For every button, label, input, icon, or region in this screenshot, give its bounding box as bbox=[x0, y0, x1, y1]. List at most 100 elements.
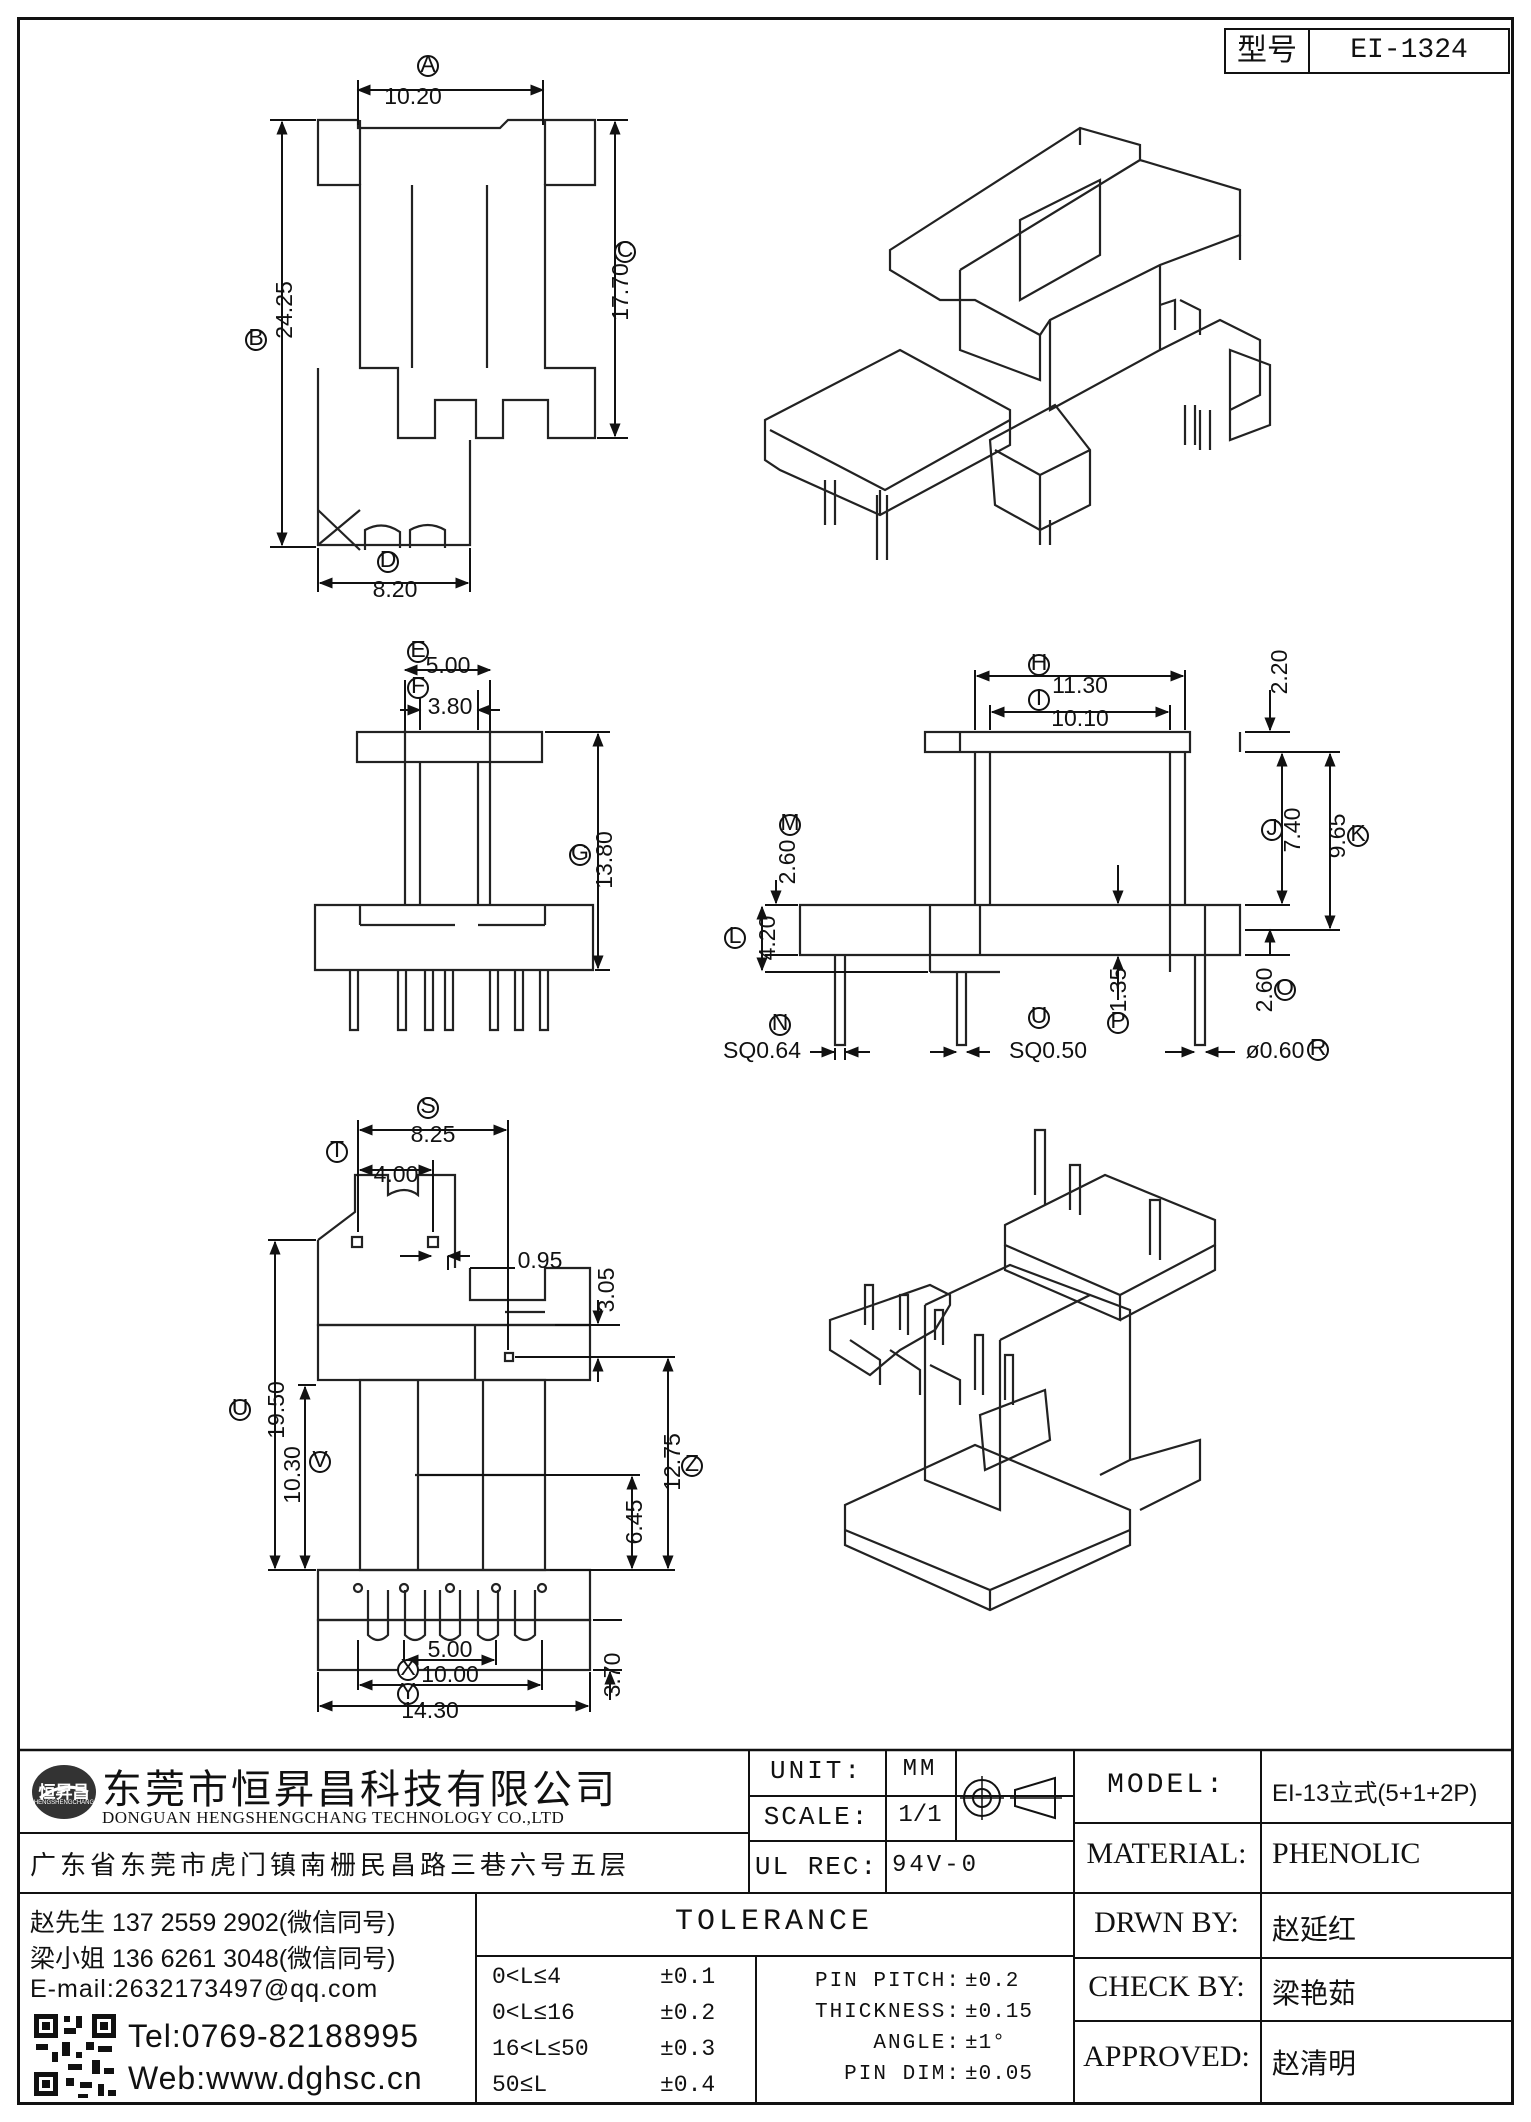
dim-C: 17.70 bbox=[607, 263, 633, 321]
material-label: MATERIAL: bbox=[1086, 1837, 1247, 1870]
svg-text:I: I bbox=[1036, 684, 1042, 710]
company-name-cn: 东莞市恒昇昌科技有限公司 bbox=[102, 1768, 618, 1812]
model-label: MODEL: bbox=[1107, 1770, 1226, 1801]
tol-value: ±0.2 bbox=[965, 1970, 1020, 1993]
svg-text:B: B bbox=[248, 324, 263, 350]
front-view-dims bbox=[400, 664, 610, 971]
svg-text:V: V bbox=[312, 1446, 328, 1472]
approved-label: APPROVED: bbox=[1083, 2040, 1250, 2073]
tol-label: PIN DIM: bbox=[844, 2063, 961, 2086]
dim-14-30: 14.30 bbox=[401, 1697, 459, 1723]
range: 16<L≤50 bbox=[492, 2036, 589, 2062]
ul-value: 94V-0 bbox=[892, 1852, 980, 1879]
dim-6-45: 6.45 bbox=[621, 1500, 647, 1545]
svg-text:G: G bbox=[571, 839, 589, 865]
dim-M: 2.60 bbox=[774, 840, 800, 885]
tolerance-other-row: ANGLE:±1° bbox=[758, 2030, 1071, 2061]
type-tag: 型号 EI-1324 bbox=[1224, 28, 1510, 74]
range-tol: ±0.3 bbox=[660, 2036, 716, 2062]
svg-text:N: N bbox=[772, 1009, 789, 1035]
dim-I: 10.10 bbox=[1051, 705, 1109, 731]
dim-E: 5.00 bbox=[426, 652, 471, 678]
engineering-drawing: A 10.20 B 24.25 C 17.70 D 8.20 bbox=[20, 51, 1514, 1752]
svg-text:J: J bbox=[1266, 814, 1278, 840]
dim-U-side: SQ0.50 bbox=[1009, 1037, 1087, 1063]
dim-G: 13.80 bbox=[591, 831, 617, 889]
company-logo: 恒昇昌 HENGSHENGCHANG bbox=[30, 1762, 98, 1822]
dim-V: 10.30 bbox=[279, 1446, 305, 1504]
top-view-dims bbox=[270, 80, 628, 592]
tolerance-other-row: PIN PITCH:±0.2 bbox=[758, 1968, 1071, 1999]
email[interactable]: E-mail:2632173497@qq.com bbox=[30, 1975, 379, 2003]
dim-J: 7.40 bbox=[1279, 808, 1305, 853]
svg-text:U: U bbox=[1031, 1002, 1048, 1028]
contact-1: 赵先生 137 2559 2902(微信同号) bbox=[30, 1909, 396, 1937]
side-view bbox=[798, 730, 1242, 1047]
dim-O: 2.60 bbox=[1251, 968, 1277, 1013]
svg-text:Z: Z bbox=[685, 1450, 699, 1476]
scale-label: SCALE: bbox=[763, 1802, 870, 1832]
scale-value: 1/1 bbox=[898, 1802, 942, 1829]
dim-Y: 10.00 bbox=[421, 1661, 479, 1687]
dim-N: SQ0.64 bbox=[723, 1037, 801, 1063]
company-name-en: DONGUAN HENGSHENGCHANG TECHNOLOGY CO.,LT… bbox=[102, 1808, 565, 1827]
check-value: 梁艳茹 bbox=[1272, 1978, 1357, 2009]
svg-text:X: X bbox=[400, 1654, 415, 1680]
dim-U-bottom: 19.50 bbox=[263, 1381, 289, 1439]
logo-subtext: HENGSHENGCHANG bbox=[33, 1800, 95, 1806]
website[interactable]: Web:www.dghsc.cn bbox=[128, 2060, 423, 2096]
svg-text:O: O bbox=[1276, 974, 1294, 1000]
dim-3-05: 3.05 bbox=[593, 1268, 619, 1313]
isometric-view-top bbox=[763, 126, 1272, 560]
dim-X: 5.00 bbox=[428, 1636, 473, 1662]
tolerance-others: PIN PITCH:±0.2 THICKNESS:±0.15 ANGLE:±1°… bbox=[758, 1968, 1071, 2092]
dim-H: 11.30 bbox=[1052, 672, 1108, 698]
top-view bbox=[316, 118, 597, 551]
material-value: PHENOLIC bbox=[1272, 1837, 1421, 1870]
range-tol: ±0.1 bbox=[660, 1964, 716, 1990]
ul-label: UL REC: bbox=[754, 1852, 879, 1882]
tolerance-range-row: 16<L≤50 ±0.3 bbox=[492, 2032, 752, 2068]
model-value: EI-13立式(5+1+2P) bbox=[1272, 1780, 1478, 1807]
dim-2-20: 2.20 bbox=[1266, 650, 1292, 695]
unit-label: UNIT: bbox=[769, 1756, 863, 1786]
svg-text:D: D bbox=[380, 546, 397, 572]
dim-P: 1.35 bbox=[1105, 968, 1131, 1013]
svg-text:U: U bbox=[232, 1394, 249, 1420]
dim-S: 8.25 bbox=[411, 1121, 456, 1147]
tolerance-title: TOLERANCE bbox=[674, 1905, 874, 1939]
range-tol: ±0.4 bbox=[660, 2072, 716, 2098]
range-tol: ±0.2 bbox=[660, 2000, 716, 2026]
tol-value: ±0.05 bbox=[965, 2063, 1034, 2086]
type-label: 型号 bbox=[1226, 30, 1310, 72]
dim-Z: 12.75 bbox=[659, 1433, 685, 1491]
dim-R: ø0.60 bbox=[1246, 1037, 1305, 1063]
bottom-view-dims bbox=[268, 1120, 675, 1712]
svg-text:T: T bbox=[330, 1136, 344, 1162]
tol-value: ±0.15 bbox=[965, 2001, 1034, 2024]
sheet-border bbox=[17, 17, 1514, 2105]
svg-text:R: R bbox=[1310, 1034, 1327, 1060]
dim-D: 8.20 bbox=[373, 576, 418, 602]
company-address: 广东省东莞市虎门镇南栅民昌路三巷六号五层 bbox=[30, 1850, 631, 1880]
svg-text:A: A bbox=[420, 51, 436, 77]
tolerance-range-row: 50≤L±0.4 bbox=[492, 2068, 752, 2104]
tol-label: THICKNESS: bbox=[814, 2001, 961, 2024]
isometric-view-bottom bbox=[828, 1128, 1217, 1612]
range: 0<L≤4 bbox=[492, 1964, 562, 1990]
dim-B: 24.25 bbox=[271, 281, 297, 339]
dim-F: 3.80 bbox=[428, 693, 473, 719]
telephone[interactable]: Tel:0769-82188995 bbox=[128, 2018, 420, 2054]
tolerance-range-row: 0<L≤4 ±0.1 bbox=[492, 1960, 752, 1996]
dim-3-70: 3.70 bbox=[599, 1653, 625, 1698]
contact-2: 梁小姐 136 6261 3048(微信同号) bbox=[30, 1945, 396, 1973]
qr-code-icon bbox=[32, 2012, 118, 2098]
check-label: CHECK BY: bbox=[1088, 1970, 1245, 2003]
tolerance-ranges: 0<L≤4±0.1 0<L≤16±0.2 16<L≤50±0.3 50≤L±0.… bbox=[492, 1960, 752, 2104]
drawn-value: 赵延红 bbox=[1272, 1914, 1357, 1945]
svg-text:E: E bbox=[410, 636, 425, 662]
projection-symbol-icon bbox=[960, 1768, 1068, 1828]
side-view-dims bbox=[756, 670, 1340, 1060]
approved-value: 赵清明 bbox=[1272, 2048, 1357, 2079]
